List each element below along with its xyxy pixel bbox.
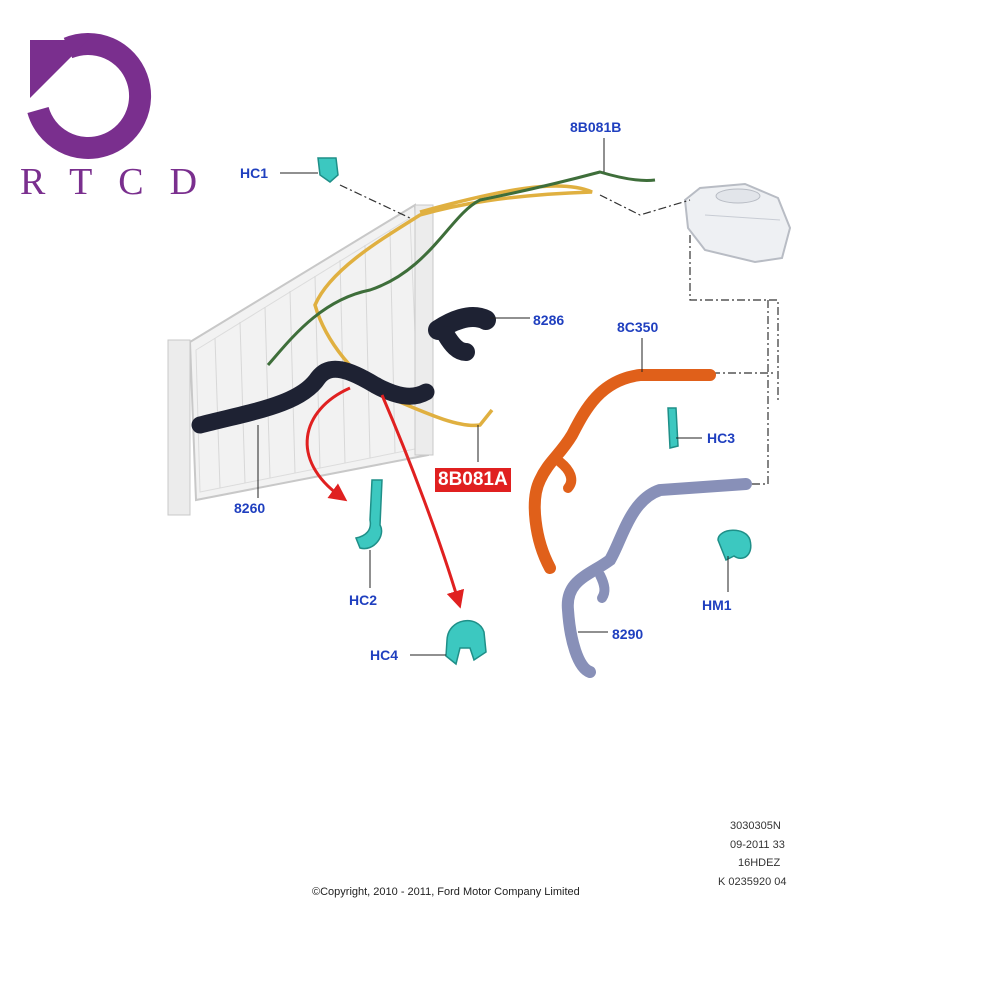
- callout-8c350: 8C350: [617, 319, 659, 335]
- clip-hm1: [717, 529, 752, 562]
- callout-8290: 8290: [612, 626, 644, 642]
- restart-arrow-icon: [27, 33, 152, 159]
- green-bleed-line: [266, 170, 656, 366]
- clip-hc4: [445, 619, 487, 666]
- callout-8260: 8260: [234, 500, 266, 516]
- clip-hc2: [354, 479, 383, 550]
- logo-text: RTCD: [20, 161, 224, 203]
- callout-hc2: HC2: [349, 592, 378, 608]
- hose-8c350: [528, 369, 716, 574]
- callout-hm1: HM1: [702, 597, 732, 613]
- connector-lines: [339, 184, 779, 485]
- radiator: [167, 203, 434, 516]
- hose-8290: [561, 478, 752, 678]
- red-arrows: [305, 386, 465, 609]
- reference-line-3: 16HDEZ: [738, 857, 781, 869]
- clip-hc1: [317, 157, 339, 183]
- callout-8b081b: 8B081B: [570, 119, 622, 135]
- reference-line-1: 3030305N: [730, 820, 781, 832]
- callout-hc3: HC3: [707, 430, 736, 446]
- copyright-notice: ©Copyright, 2010 - 2011, Ford Motor Comp…: [312, 886, 580, 898]
- callout-hc1: HC1: [240, 165, 269, 181]
- clip-hc3: [667, 407, 679, 449]
- leader-lines: [257, 138, 729, 656]
- callout-8b081a-highlighted: 8B081A: [435, 468, 511, 492]
- callout-8286: 8286: [533, 312, 565, 328]
- hose-8260: [191, 360, 435, 434]
- reference-line-2: 09-2011 33: [730, 839, 785, 851]
- callout-hc4: HC4: [370, 647, 399, 663]
- reference-line-4: K 0235920 04: [718, 876, 787, 888]
- degas-bottle: [683, 182, 792, 264]
